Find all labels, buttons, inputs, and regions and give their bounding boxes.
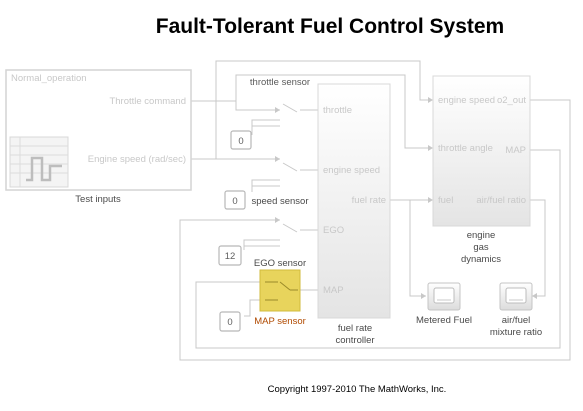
map-sensor-block[interactable] — [259, 269, 301, 312]
fuel-rate-controller-block[interactable]: throttle engine speed EGO MAP fuel rate — [317, 83, 391, 319]
engine-gas-dynamics-block[interactable]: engine speed throttle angle fuel o2_out … — [432, 75, 531, 227]
ego-fault-value: 12 — [225, 251, 236, 262]
metered-fuel-label: Metered Fuel — [416, 315, 472, 326]
engine-input-fuel: fuel — [438, 195, 453, 206]
signal-builder-icon — [9, 136, 69, 188]
speed-sensor-label: speed sensor — [251, 196, 308, 207]
throttle-fault-constant[interactable]: 0 — [230, 130, 252, 150]
speed-fault-value: 0 — [232, 196, 237, 207]
map-sensor-label: MAP sensor — [254, 316, 306, 327]
signal-lines — [179, 60, 571, 361]
test-inputs-block[interactable]: Normal_operation Throttle command Engine… — [5, 69, 192, 191]
air-fuel-label-line2: mixture ratio — [490, 327, 542, 338]
map-fault-constant[interactable]: 0 — [219, 311, 241, 332]
air-fuel-label-line1: air/fuel — [502, 315, 531, 326]
engine-label-line1: engine — [467, 230, 496, 241]
throttle-command-port: Throttle command — [109, 96, 186, 107]
speed-fault-constant[interactable]: 0 — [224, 190, 246, 210]
ego-fault-constant[interactable]: 12 — [218, 245, 242, 266]
copyright-notice: Copyright 1997-2010 The MathWorks, Inc. — [268, 384, 447, 395]
controller-input-engine-speed: engine speed — [323, 165, 380, 176]
engine-output-air-fuel: air/fuel ratio — [476, 195, 526, 206]
engine-input-speed: engine speed — [438, 95, 495, 106]
throttle-sensor-label: throttle sensor — [250, 77, 310, 88]
controller-label-line1: fuel rate — [338, 323, 372, 334]
air-fuel-scope[interactable] — [499, 282, 533, 311]
throttle-fault-value: 0 — [238, 136, 243, 147]
metered-fuel-scope[interactable] — [427, 282, 461, 311]
engine-output-o2: o2_out — [497, 95, 526, 106]
engine-output-map: MAP — [505, 145, 526, 156]
ego-sensor-label: EGO sensor — [254, 258, 306, 269]
controller-input-map: MAP — [323, 285, 344, 296]
engine-input-throttle-angle: throttle angle — [438, 143, 493, 154]
map-fault-value: 0 — [227, 317, 232, 328]
engine-label-line3: dynamics — [461, 254, 501, 265]
scenario-label: Normal_operation — [11, 73, 87, 84]
controller-output-fuel-rate: fuel rate — [352, 195, 386, 206]
test-inputs-label: Test inputs — [75, 194, 121, 205]
controller-input-ego: EGO — [323, 225, 344, 236]
engine-label-line2: gas — [473, 242, 489, 253]
diagram-title: Fault-Tolerant Fuel Control System — [156, 15, 504, 38]
controller-input-throttle: throttle — [323, 105, 352, 116]
controller-label-line2: controller — [335, 335, 374, 346]
engine-speed-port: Engine speed (rad/sec) — [88, 154, 186, 165]
